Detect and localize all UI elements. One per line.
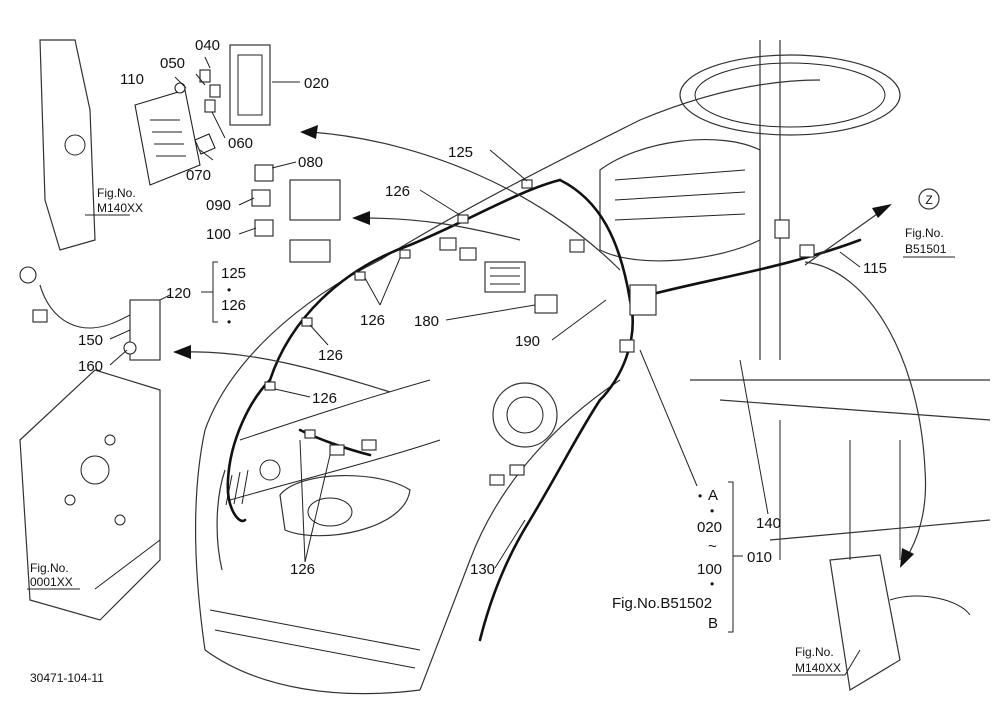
callout-130: 130	[470, 561, 495, 578]
callout-140: 140	[756, 515, 781, 532]
harness-connectors	[264, 179, 815, 486]
fig-ref-label-3: Fig.No.	[30, 561, 69, 575]
figure-references: Fig.No. M140XX Fig.No. B51501 Fig.No. 00…	[30, 186, 947, 675]
callout-040: 040	[195, 37, 220, 54]
callout-126-a: 126	[385, 183, 410, 200]
callout-125-bracket: 125	[221, 265, 246, 282]
callout-ref-a: A	[708, 487, 718, 504]
fig-ref-id-1: M140XX	[97, 201, 143, 215]
fig-ref-inline: Fig.No.B51502	[612, 595, 712, 612]
callout-126-c: 126	[318, 347, 343, 364]
callout-160: 160	[78, 358, 103, 375]
reference-arrows	[173, 125, 927, 568]
callout-090: 090	[206, 197, 231, 214]
callout-070: 070	[186, 167, 211, 184]
callout-120: 120	[166, 285, 191, 302]
callout-126-b: 126	[360, 312, 385, 329]
callout-180: 180	[414, 313, 439, 330]
fuse-box-group	[134, 44, 271, 186]
callout-dot-2: •	[227, 315, 231, 329]
callout-100-range: 100	[697, 561, 722, 578]
callout-010: 010	[747, 549, 772, 566]
fig-ref-id-3: 0001XX	[30, 575, 73, 589]
zone-marker: Z	[918, 188, 940, 210]
fig-ref-label-4: Fig.No.	[795, 645, 834, 659]
tractor-outline	[19, 39, 991, 695]
drawing-code: 30471-104-11	[30, 671, 104, 685]
zone-letter: Z	[925, 193, 932, 207]
callout-150: 150	[78, 332, 103, 349]
callout-126-bracket: 126	[221, 297, 246, 314]
fig-ref-label-1: Fig.No.	[97, 186, 136, 200]
part-callouts: 040 050 020 110 060 070 080 090 100 125 …	[78, 37, 887, 632]
callout-110: 110	[120, 71, 144, 88]
callout-125-top: 125	[448, 144, 473, 161]
fig-ref-id-4: M140XX	[795, 661, 841, 675]
callout-dot-4: •	[710, 577, 714, 591]
callout-dot-a: •	[698, 489, 702, 503]
leader-lines	[27, 56, 955, 676]
callout-tilde: ~	[708, 538, 717, 555]
callout-020-top: 020	[304, 75, 329, 92]
sensor-group	[19, 266, 171, 361]
fig-ref-label-2: Fig.No.	[905, 226, 944, 240]
callout-brackets	[201, 261, 743, 633]
callout-060: 060	[228, 135, 253, 152]
callout-020-range: 020	[697, 519, 722, 536]
callout-080: 080	[298, 154, 323, 171]
callout-126-d: 126	[312, 390, 337, 407]
callout-dot-3: •	[710, 504, 714, 518]
callout-190: 190	[515, 333, 540, 350]
callout-ref-b: B	[708, 615, 718, 632]
callout-115: 115	[863, 260, 887, 277]
callout-dot-1: •	[227, 283, 231, 297]
callout-050: 050	[160, 55, 185, 72]
fig-ref-id-2: B51501	[905, 242, 947, 256]
callout-100-top: 100	[206, 226, 231, 243]
callout-126-e: 126	[290, 561, 315, 578]
relay-group	[251, 164, 341, 263]
